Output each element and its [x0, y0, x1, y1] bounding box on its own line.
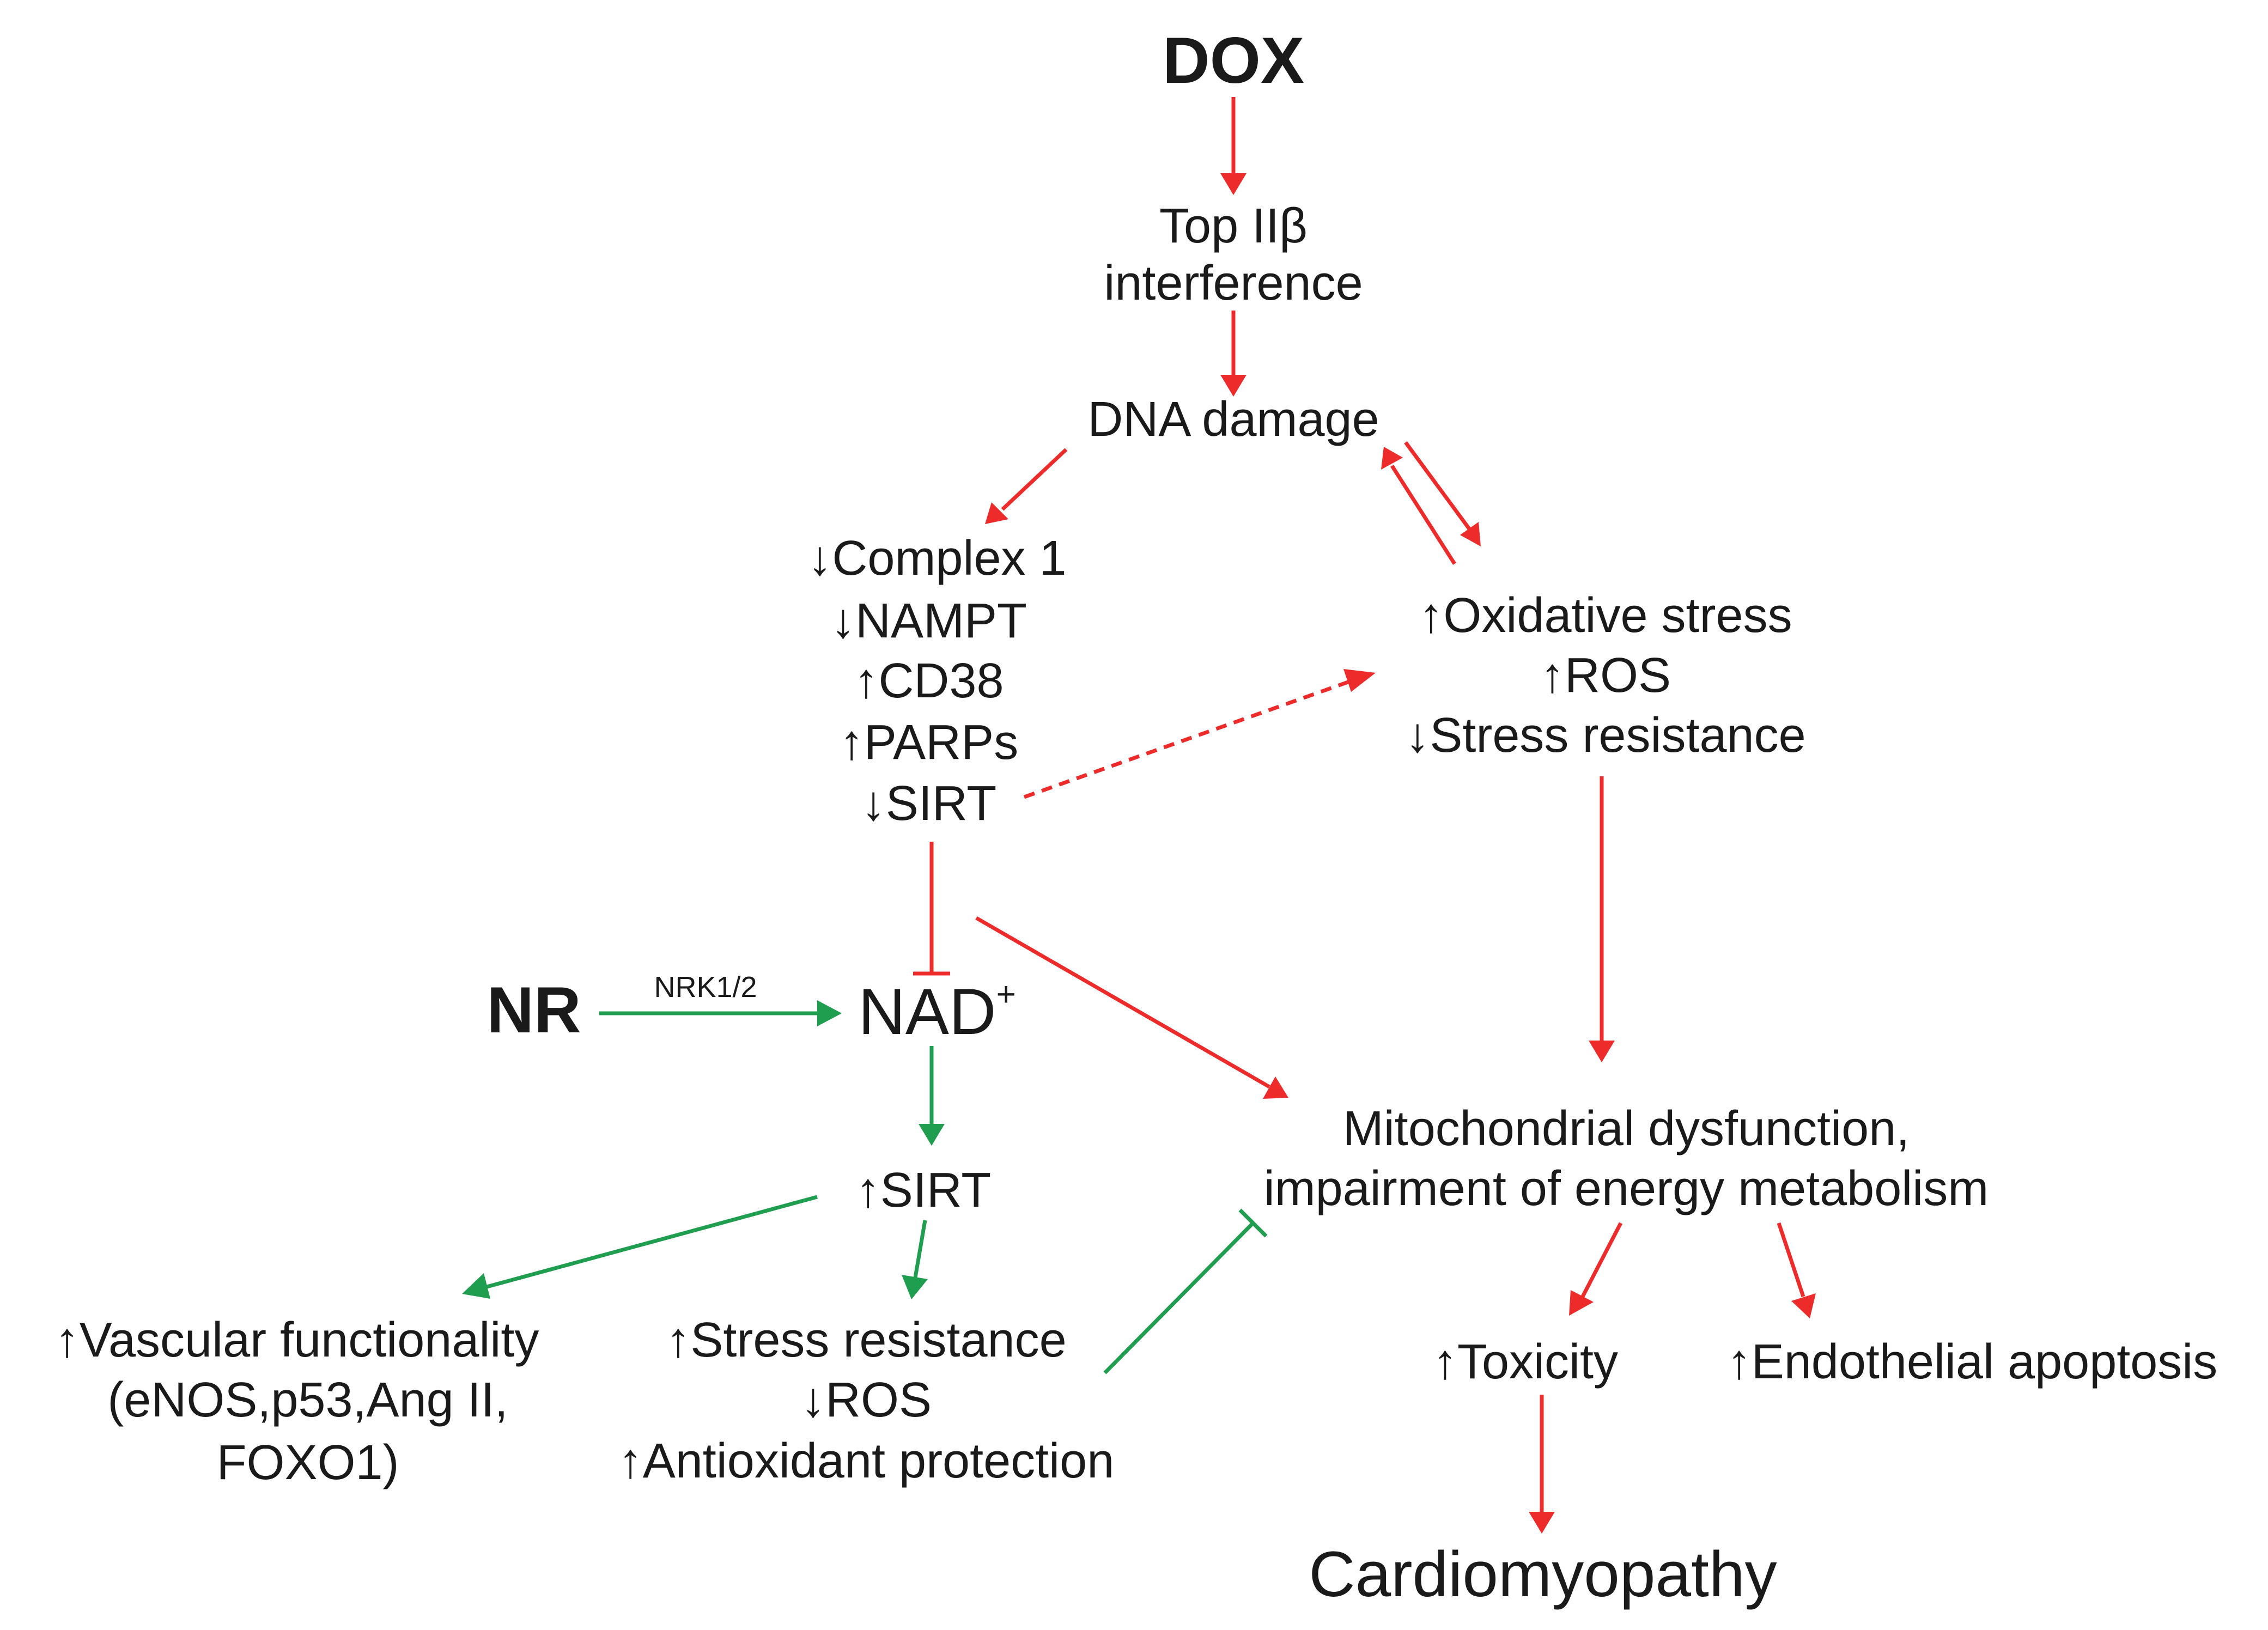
node-complex1: ↓Complex 1 — [807, 531, 1066, 586]
node-top2b-line2: interference — [1104, 256, 1363, 311]
node-ros-down: ↓ROS — [801, 1373, 932, 1427]
node-cd38: ↑CD38 — [854, 654, 1004, 708]
edge-nr-to-nad — [599, 1000, 842, 1026]
node-dox: DOX — [1163, 24, 1304, 97]
edge-toxicity-to-cardiomyopathy — [1529, 1395, 1555, 1534]
node-endothelial: ↑Endothelial apoptosis — [1727, 1335, 2218, 1389]
node-vascular-line3: FOXO1) — [216, 1436, 399, 1490]
nad-superscript: + — [996, 976, 1016, 1013]
edge-dna-damage-to-complex1 — [985, 448, 1068, 524]
edge-oxidative-stress-to-dna-damage — [1381, 447, 1456, 565]
node-sirt-down: ↓SIRT — [861, 776, 996, 831]
nodes: DOX Top IIβ interference DNA damage ↓Com… — [55, 24, 2218, 1610]
edge-sirt-down-inhibits-nad — [913, 842, 950, 976]
edge-sirt-up-to-vascular — [462, 1195, 818, 1299]
node-nampt: ↓NAMPT — [831, 594, 1027, 648]
edge-stress-resistance-inhibits-mito — [1103, 1208, 1268, 1374]
nad-label: NAD — [858, 975, 996, 1048]
node-nrk-label: NRK1/2 — [654, 971, 757, 1003]
edge-sirt-down-to-oxidative-stress — [1023, 669, 1376, 799]
edges — [462, 97, 1816, 1534]
node-antioxidant: ↑Antioxidant protection — [618, 1434, 1115, 1488]
edge-mito-to-toxicity — [1569, 1222, 1623, 1316]
edge-mito-to-endothelial — [1777, 1222, 1816, 1318]
edge-dox-to-top2b — [1220, 97, 1247, 195]
edge-stress-resistance-to-mito — [1589, 776, 1615, 1062]
node-stress-resistance-up: ↑Stress resistance — [666, 1313, 1066, 1367]
node-sirt-up: ↑SIRT — [856, 1163, 991, 1218]
node-nad: NAD+ — [858, 975, 1016, 1048]
node-dna-damage: DNA damage — [1087, 392, 1379, 447]
node-cardiomyopathy: Cardiomyopathy — [1309, 1538, 1777, 1610]
node-stress-resistance-down: ↓Stress resistance — [1405, 708, 1805, 763]
node-oxidative-stress: ↑Oxidative stress — [1419, 588, 1792, 643]
node-vascular-line2: (eNOS,p53,Ang II, — [107, 1373, 508, 1427]
node-vascular-line1: ↑Vascular functionality — [55, 1313, 539, 1367]
node-mito-line1: Mitochondrial dysfunction, — [1343, 1102, 1910, 1156]
node-ros-up: ↑ROS — [1540, 648, 1671, 703]
node-parps: ↑PARPs — [840, 715, 1018, 770]
edge-dna-damage-to-oxidative-stress — [1404, 441, 1481, 546]
node-mito-line2: impairment of energy metabolism — [1264, 1161, 1989, 1216]
edge-nad-to-sirt-up — [919, 1046, 945, 1146]
edge-top2b-to-dna-damage — [1220, 311, 1247, 397]
edge-sirt-up-to-stress-resistance — [902, 1220, 928, 1299]
node-toxicity: ↑Toxicity — [1433, 1335, 1618, 1389]
node-nr: NR — [487, 974, 581, 1047]
edge-sirt-down-to-mito — [975, 916, 1288, 1099]
node-top2b-line1: Top IIβ — [1159, 199, 1308, 253]
